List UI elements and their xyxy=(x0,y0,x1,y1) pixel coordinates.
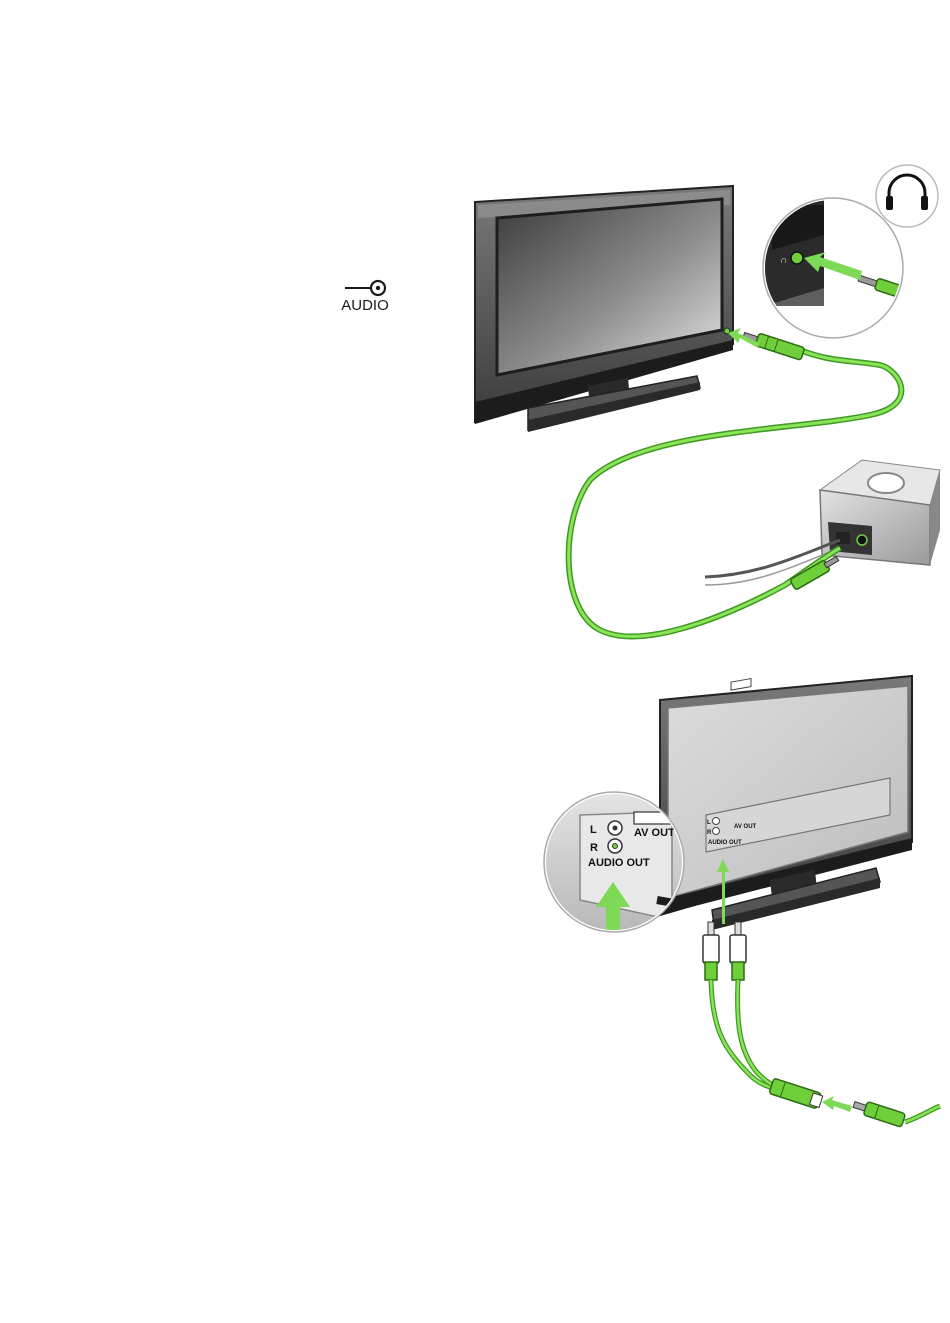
tv-front xyxy=(475,186,733,432)
zoom-audio-out: L R AV OUT AUDIO OUT xyxy=(544,792,685,932)
rca-y-cable xyxy=(703,922,940,1127)
panel-label-audio-out: AUDIO OUT xyxy=(708,840,742,846)
zoom-label-audio-out: AUDIO OUT xyxy=(588,857,650,869)
rca-plug-left xyxy=(703,922,719,980)
headphone-badge xyxy=(876,165,938,227)
rca-plug-right xyxy=(730,922,746,980)
panel-label-av-out: AV OUT xyxy=(734,824,757,830)
panel-label-r: R xyxy=(707,830,712,836)
zoom-label-l: L xyxy=(590,824,597,836)
panel-label-l: L xyxy=(707,820,711,826)
svg-text:∩: ∩ xyxy=(780,255,787,266)
zoom-label-r: R xyxy=(590,842,598,854)
tv-rear: L R AV OUT AUDIO OUT xyxy=(660,676,912,930)
zoom-label-av-out: AV OUT xyxy=(634,827,675,839)
